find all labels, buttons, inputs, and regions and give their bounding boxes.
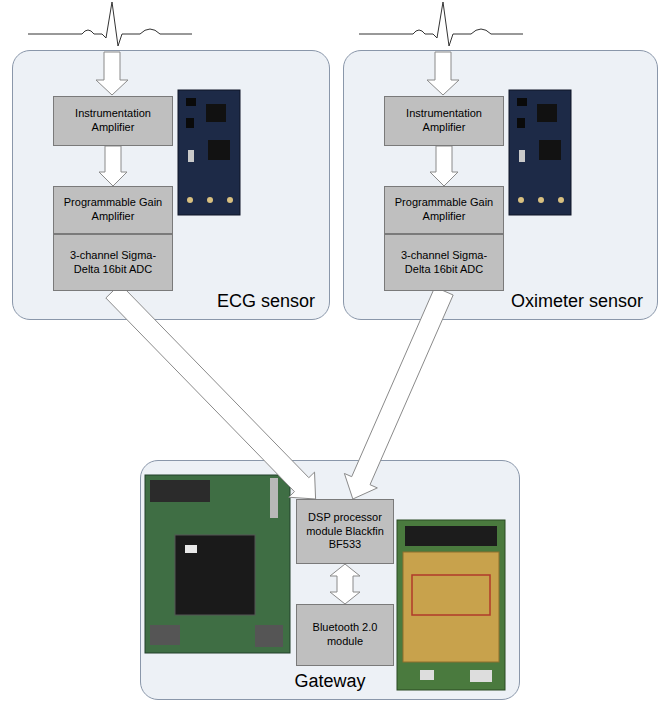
panel-label: Gateway bbox=[294, 671, 365, 693]
pin-header bbox=[405, 526, 497, 546]
shield-marking bbox=[412, 575, 490, 615]
component bbox=[470, 670, 492, 682]
module-panel: Instrumentation AmplifierProgrammable Ga… bbox=[12, 50, 330, 320]
sensor-board-photo bbox=[178, 90, 240, 215]
rf-shield bbox=[403, 552, 499, 662]
component bbox=[255, 625, 283, 647]
pad bbox=[227, 197, 233, 203]
box-label: 3-channel Sigma-Delta 16bit ADC bbox=[389, 249, 499, 277]
chip bbox=[537, 104, 557, 122]
function-box: Programmable Gain Amplifier bbox=[384, 186, 504, 234]
block-arrow bbox=[106, 284, 316, 499]
pcb bbox=[509, 90, 571, 215]
bluetooth-module-photo bbox=[397, 520, 505, 690]
function-box: Programmable Gain Amplifier bbox=[53, 186, 173, 234]
function-box: 3-channel Sigma-Delta 16bit ADC bbox=[53, 234, 173, 291]
function-box: Bluetooth 2.0 module bbox=[296, 604, 394, 666]
box-label: 3-channel Sigma-Delta 16bit ADC bbox=[58, 249, 168, 277]
function-box: Instrumentation Amplifier bbox=[384, 96, 504, 146]
box-label: Programmable Gain Amplifier bbox=[58, 196, 168, 224]
ecg-waveform bbox=[359, 2, 523, 46]
box-label: Instrumentation Amplifier bbox=[58, 107, 168, 135]
function-box: Instrumentation Amplifier bbox=[53, 96, 173, 146]
dsp-module-photo bbox=[145, 475, 290, 653]
ecg-waveform bbox=[28, 2, 192, 46]
pad bbox=[518, 197, 524, 203]
block-arrow bbox=[99, 146, 127, 186]
panel-label: ECG sensor bbox=[217, 291, 315, 313]
input-arrow bbox=[96, 52, 128, 95]
antenna bbox=[270, 478, 278, 518]
chip bbox=[208, 140, 230, 160]
pcb bbox=[397, 520, 505, 690]
box-label: DSP processor module Blackfin BF533 bbox=[301, 511, 389, 552]
component bbox=[420, 670, 434, 680]
pad bbox=[207, 197, 213, 203]
block-arrow bbox=[344, 287, 453, 499]
connector bbox=[150, 480, 210, 502]
input-arrow bbox=[427, 52, 459, 95]
panel-label: Oximeter sensor bbox=[511, 291, 643, 313]
component bbox=[150, 625, 180, 645]
box-label: Programmable Gain Amplifier bbox=[389, 196, 499, 224]
component bbox=[517, 98, 527, 106]
block-arrow bbox=[330, 564, 360, 604]
component bbox=[186, 118, 194, 128]
block-arrow bbox=[430, 146, 458, 186]
component bbox=[188, 150, 194, 162]
module-panel: Instrumentation AmplifierProgrammable Ga… bbox=[343, 50, 658, 320]
function-box: 3-channel Sigma-Delta 16bit ADC bbox=[384, 234, 504, 291]
component bbox=[517, 118, 525, 128]
function-box: DSP processor module Blackfin BF533 bbox=[296, 499, 394, 564]
chip-logo bbox=[185, 545, 197, 553]
box-label: Bluetooth 2.0 module bbox=[301, 621, 389, 649]
pcb bbox=[178, 90, 240, 215]
box-label: Instrumentation Amplifier bbox=[389, 107, 499, 135]
chip bbox=[539, 140, 561, 160]
pcb bbox=[145, 475, 290, 653]
pad bbox=[187, 197, 193, 203]
pad bbox=[558, 197, 564, 203]
processor-chip bbox=[175, 535, 255, 615]
chip bbox=[206, 104, 226, 122]
pad bbox=[538, 197, 544, 203]
component bbox=[186, 98, 196, 106]
sensor-board-photo bbox=[509, 90, 571, 215]
component bbox=[519, 150, 525, 162]
module-panel: DSP processor module Blackfin BF533Bluet… bbox=[140, 460, 520, 700]
